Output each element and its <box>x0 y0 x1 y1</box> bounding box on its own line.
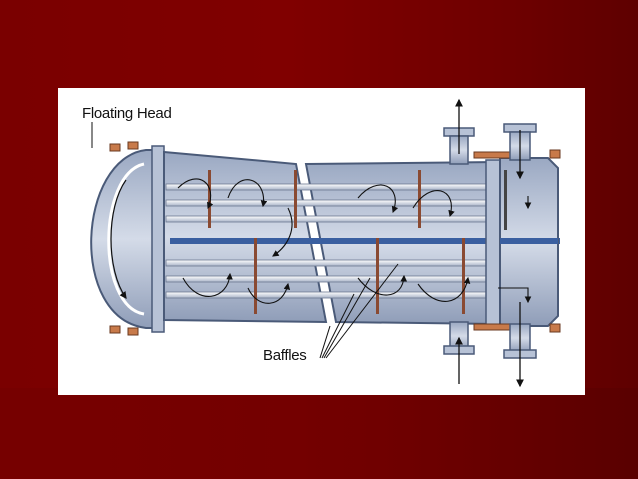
tube-3 <box>165 215 489 223</box>
center-tie-rod <box>170 238 560 244</box>
tube-2 <box>165 199 489 207</box>
tube-nozzle-top <box>503 123 537 180</box>
baffles-leaders <box>319 263 399 359</box>
floating-head <box>90 149 157 329</box>
tube-5 <box>165 275 489 283</box>
tube-sheet <box>485 159 501 327</box>
baffle-1 <box>208 170 211 228</box>
floating-head-label: Floating Head <box>82 105 172 122</box>
tube-6 <box>165 291 489 299</box>
baffles-label: Baffles <box>263 347 307 364</box>
baffle-3 <box>294 170 297 228</box>
tube-4 <box>165 259 489 267</box>
tube-nozzle-bottom <box>503 302 537 388</box>
channel-head <box>473 149 561 333</box>
tube-1 <box>165 183 489 191</box>
baffle-2 <box>254 238 257 314</box>
shell-nozzle-top <box>443 98 475 165</box>
baffle-6 <box>462 238 465 314</box>
shell-flow-arrows <box>177 178 532 304</box>
baffle-4 <box>376 238 379 314</box>
shell-nozzle-bottom <box>443 321 475 384</box>
heat-exchanger-diagram: Floating Head Baffles <box>58 88 585 395</box>
heat-exchanger-drawing <box>90 98 561 388</box>
